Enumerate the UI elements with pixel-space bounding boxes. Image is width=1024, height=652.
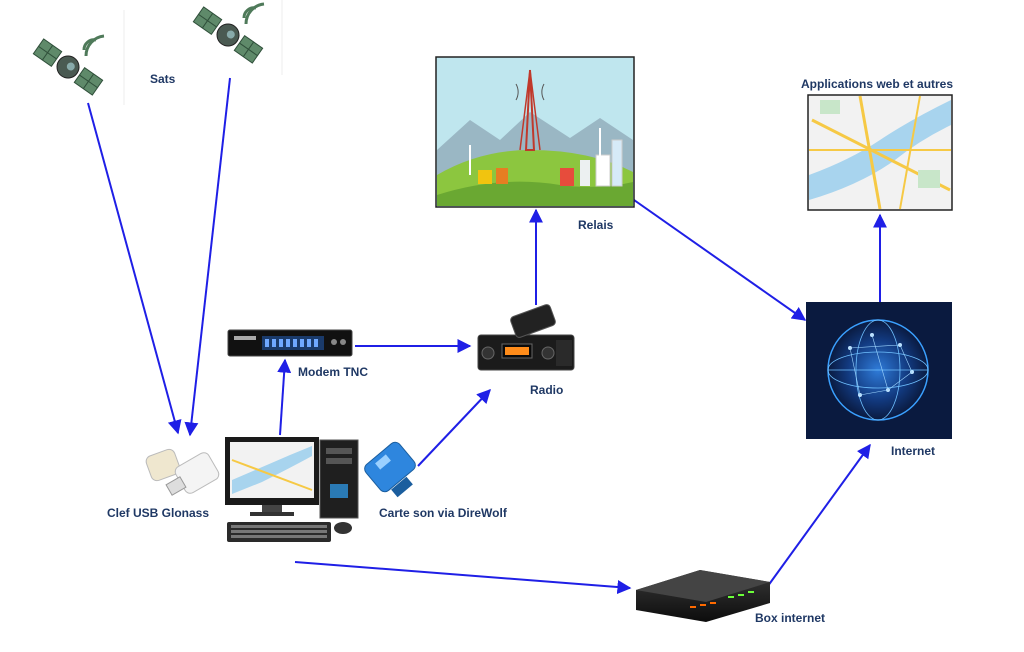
sound-card-label: Carte son via DireWolf (379, 506, 507, 520)
box-internet-label: Box internet (755, 611, 826, 625)
arrow-computer-to-box (294, 561, 632, 595)
usb-soundcard-icon (364, 441, 416, 498)
sats-label: Sats (150, 72, 176, 86)
arrow-sat1-to-usb (87, 102, 182, 435)
modem-tnc-icon (227, 329, 353, 357)
relay-landscape-icon (435, 56, 635, 208)
usb-dongle-icon (145, 448, 220, 496)
signal-waves (242, 2, 265, 25)
applications-label: Applications web et autres (801, 77, 954, 91)
desktop-computer-icon (225, 437, 359, 542)
radio-label: Radio (530, 383, 564, 397)
radio-transceiver-icon (477, 304, 575, 371)
satellite-icon (192, 6, 264, 64)
satellite-icon (32, 38, 104, 96)
arrow-box-to-internet (764, 443, 871, 591)
arrow-soundcard-to-radio (417, 388, 491, 467)
arrows (87, 77, 887, 595)
relais-label: Relais (578, 218, 614, 232)
signal-waves (82, 34, 105, 57)
internet-globe-icon (806, 302, 952, 439)
usb-glonass-label: Clef USB Glonass (107, 506, 210, 520)
arrow-relais-to-internet (633, 199, 807, 321)
internet-label: Internet (891, 444, 936, 458)
arrow-computer-to-modem (277, 358, 292, 436)
internet-box-icon (636, 570, 770, 622)
modem-tnc-label: Modem TNC (298, 365, 368, 379)
arrow-sat2-to-usb (184, 77, 231, 437)
map-icon (807, 94, 953, 211)
